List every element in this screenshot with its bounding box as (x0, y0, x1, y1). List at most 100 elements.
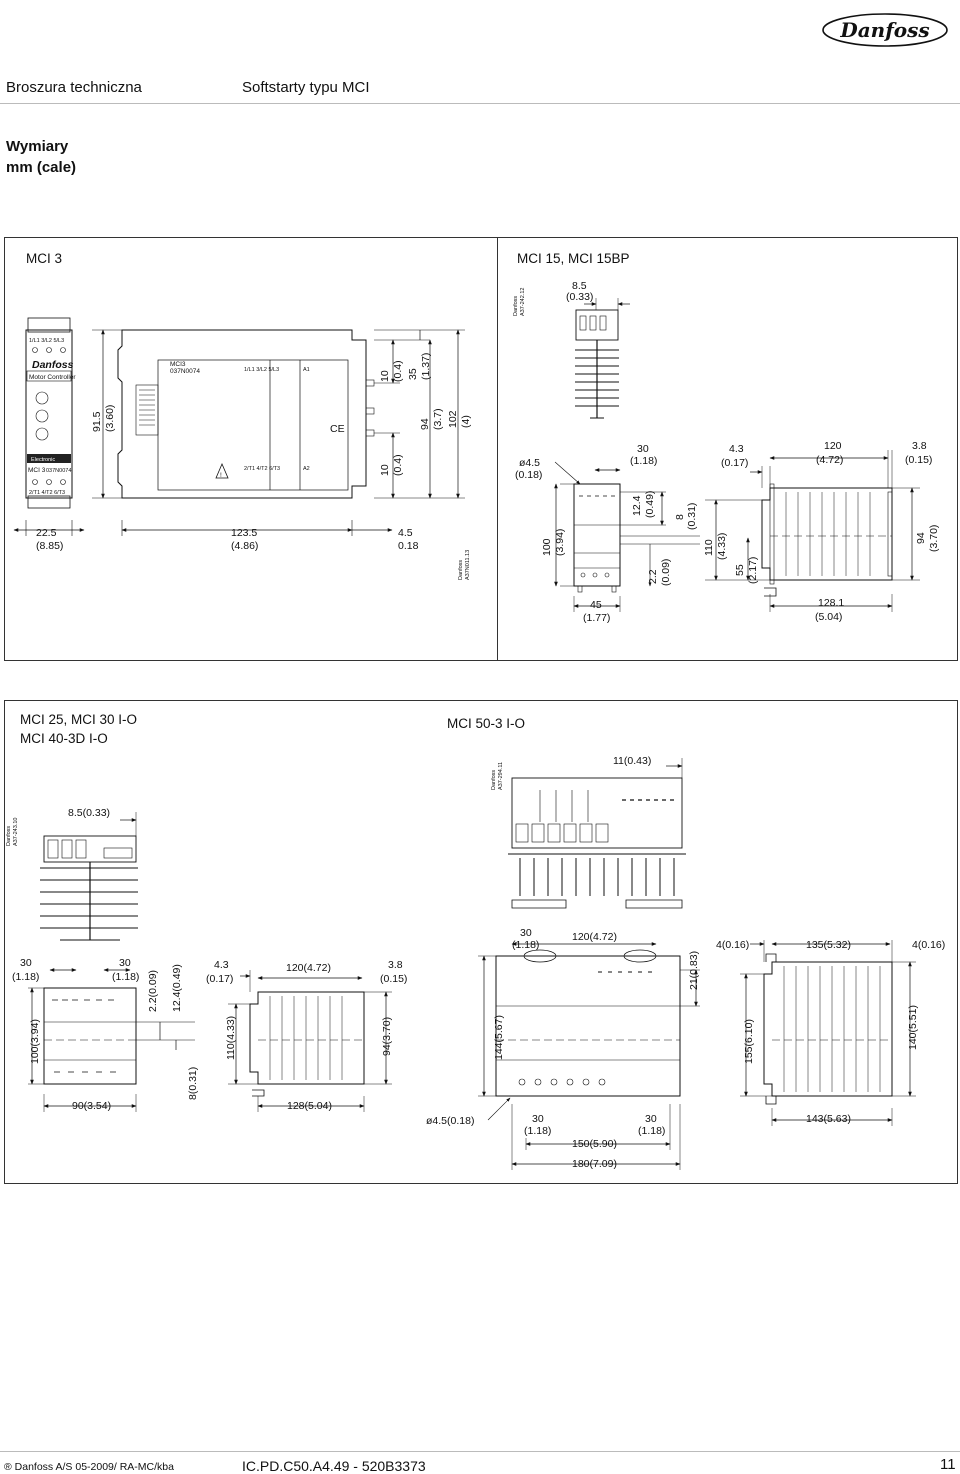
mci50-width-dim: 180(7.09) (572, 1158, 617, 1170)
mci25-depth-bottom-dim: 128(5.04) (287, 1100, 332, 1112)
mci3-front-view: 1/L1 3/L2 5/L3 Danfoss Motor Controller … (25, 317, 76, 509)
mci50-side-view (763, 953, 893, 1105)
mci50-hole-right-dim-in: (1.18) (638, 1125, 665, 1137)
mci3-bottom-offset-dim: 10 (379, 464, 391, 476)
product-label: Softstarty typu MCI (242, 79, 370, 96)
brochure-label: Broszura techniczna (6, 79, 142, 96)
mci15-depth-bottom-dim: 128.1 (818, 597, 844, 609)
section-title-line1: Wymiary (6, 138, 69, 155)
mci3-product: Motor Controller (29, 374, 76, 381)
mci15-height-dim: 100 (541, 538, 553, 556)
mci3-badge: Electronic (31, 457, 55, 463)
mci15-heatsink-top: Danfoss A37-242.12 (513, 288, 619, 419)
mci3-height-dim: 91.5 (91, 411, 103, 432)
section-title: Wymiary mm (cale) (6, 136, 76, 178)
mci15-width-dim: 45 (590, 599, 602, 611)
footer-divider (0, 1451, 960, 1452)
mci15-left-gap-dim: 4.3 (729, 443, 744, 455)
footer-doc-code: IC.PD.C50.A4.49 - 520B3373 (242, 1458, 426, 1474)
mci25-left-gap-dim-in: (0.17) (206, 973, 233, 985)
mci3-side-model: MCI3 (170, 361, 186, 368)
mci25-heatsink-top-dim: 8.5(0.33) (68, 807, 110, 819)
mci50-hole-right-dim: 30 (645, 1113, 657, 1125)
mci3-side-a1: A1 (303, 367, 310, 373)
mci50-side-height-dim: 140(5.51) (907, 1005, 919, 1050)
panel-title-mci3: MCI 3 (26, 251, 63, 266)
mci3-width-dim-in: (8.85) (36, 540, 63, 552)
header-divider (0, 103, 960, 104)
mci3-rail-dim: 4.5 (398, 527, 413, 539)
mci3-top-gap-dim: 35 (407, 368, 419, 380)
mci25-fin-dim: 12.4(0.49) (171, 964, 183, 1012)
mci3-brand: Danfoss (32, 359, 74, 371)
mci3-drawing-code-1: Danfoss (458, 560, 464, 580)
mci25-hole-left-dim: 30 (20, 957, 32, 969)
mci3-inner-height-dim: 94 (419, 418, 431, 430)
mci15-hole-spacing-dim-in: (1.18) (630, 455, 657, 467)
section-title-line2: mm (cale) (6, 159, 77, 176)
mci25-hole-left-dim-in: (1.18) (12, 971, 39, 983)
mci15-fin-dim-in: (0.49) (644, 491, 656, 518)
mci50-heatsink-top-dim: 11(0.43) (613, 755, 651, 767)
mci15-rail-dim: 55 (734, 564, 746, 576)
svg-text:A37-242.12: A37-242.12 (520, 288, 526, 316)
mci15-depth-top-dim-in: (4.72) (816, 454, 843, 466)
mci25-side-view (249, 991, 365, 1097)
mci15-hole-spacing-dim: 30 (637, 443, 649, 455)
warning-icon (215, 462, 229, 479)
mci15-hole-dim: ø4.5 (519, 457, 540, 469)
mci50-fin-dim: 21(0.83) (688, 951, 700, 990)
mci25-bottom-dim: 2.2(0.09) (147, 970, 159, 1012)
ce-mark-icon: CE (330, 423, 345, 435)
mci3-total-height-dim-in: (4) (460, 415, 472, 428)
mci3-rail-dim-in: 0.18 (398, 540, 419, 552)
mci3-drawing-code-2: A37N011.13 (465, 550, 471, 580)
mci15-fin-dim: 12.4 (631, 495, 643, 516)
mci25-drawing-code-1: Danfoss (6, 826, 12, 846)
mci50-depth-bottom-dim: 143(5.63) (806, 1113, 851, 1125)
mci3-code: 037N0074 (46, 468, 71, 474)
panel-mci25-mci50 (4, 700, 958, 1184)
mci3-top-offset-dim: 10 (379, 370, 391, 382)
mci3-height-dim-in: (3.60) (104, 405, 116, 432)
mci15-inner-dim: 110 (703, 539, 715, 556)
panel-divider (497, 237, 498, 661)
mci15-height-dim-in: (3.94) (554, 529, 566, 556)
mci3-side-warning: ! (220, 472, 222, 479)
mci15-foot-dim: 8 (674, 514, 686, 520)
mci3-terminals-top: 1/L1 3/L2 5/L3 (29, 338, 64, 344)
mci25-width-dim: 90(3.54) (72, 1100, 111, 1112)
mci3-depth-dim: 123.5 (231, 527, 257, 539)
mci50-hole-top-dim: 30 (520, 927, 532, 939)
mci15-bottom-dim-in: (0.09) (660, 559, 672, 586)
mci15-bottom-dim: 2.2 (647, 569, 659, 584)
mci25-inner-dim: 110(4.33) (225, 1016, 237, 1060)
mci15-front-view (573, 483, 621, 593)
mci15-inner-dim-in: (4.33) (716, 533, 728, 560)
svg-text:Danfoss: Danfoss (513, 296, 519, 316)
svg-text:Danfoss: Danfoss (839, 18, 929, 42)
mci15-depth-top-dim: 120 (824, 440, 842, 452)
panel-title-mci15: MCI 15, MCI 15BP (517, 251, 630, 266)
mci50-hole-left-dim: 30 (532, 1113, 544, 1125)
mci15-depth-bottom-dim-in: (5.04) (815, 611, 842, 623)
panel-mci3-mci15 (4, 237, 958, 661)
mci15-heatsink-top-dim-in: (0.33) (566, 291, 593, 303)
mci50-drawing-code-1: Danfoss (491, 770, 497, 790)
mci50-right-gap-dim: 4(0.16) (912, 939, 945, 951)
mci50-inner-width-dim: 150(5.90) (572, 1138, 617, 1150)
mci15-right-gap-dim: 3.8 (912, 440, 927, 452)
mci15-heatsink-top-dim: 8.5 (572, 280, 587, 292)
mci25-foot-dim: 8(0.31) (187, 1067, 199, 1100)
mci3-bottom-offset-dim-in: (0.4) (392, 454, 404, 476)
mci50-hole-left-dim-in: (1.18) (524, 1125, 551, 1137)
mci3-side-a2: A2 (303, 466, 310, 472)
mci25-right-gap-dim: 3.8 (388, 959, 403, 971)
mci15-rail-dim-in: (2.17) (747, 557, 759, 584)
mci25-left-gap-dim: 4.3 (214, 959, 229, 971)
mci3-side-terminals-bottom: 2/T1 4/T2 6/T3 (244, 466, 280, 472)
mci25-depth-top-dim: 120(4.72) (286, 962, 331, 974)
mci3-top-offset-dim-in: (0.4) (392, 360, 404, 382)
mci3-model: MCI 3 (28, 467, 46, 474)
